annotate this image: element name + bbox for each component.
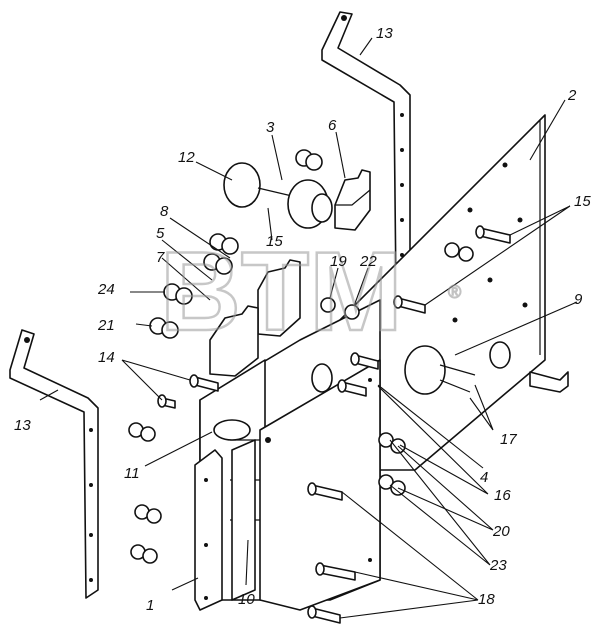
- bracket-13-left: [9, 329, 99, 599]
- callout-15-center: 15: [266, 233, 283, 250]
- callout-labels: 1 2 3 4 5 6 7 8 9 10 11 12 13 13 14 15 1…: [14, 25, 591, 614]
- relay-6: [334, 169, 371, 231]
- callout-10: 10: [238, 591, 255, 608]
- callout-8: 8: [160, 203, 169, 220]
- callout-16: 16: [494, 487, 511, 504]
- slider-10: [231, 439, 256, 601]
- watermark-registered-mark: ®: [448, 282, 461, 302]
- callout-9: 9: [574, 291, 583, 308]
- watermark: BTM ®: [159, 228, 462, 356]
- callout-18: 18: [478, 591, 495, 608]
- nut-washer-group: [128, 149, 474, 564]
- resistor-9: [404, 345, 476, 395]
- watermark-text: BTM: [160, 229, 403, 354]
- callout-6: 6: [328, 117, 337, 134]
- callout-11: 11: [124, 465, 140, 482]
- resistor-3: [223, 162, 333, 229]
- callout-2: 2: [567, 87, 577, 104]
- callout-7: 7: [156, 249, 165, 266]
- contact-strip-1: [194, 449, 223, 611]
- callout-12: 12: [178, 149, 195, 166]
- callout-17: 17: [500, 431, 517, 448]
- callout-14: 14: [98, 349, 115, 366]
- screws: [157, 225, 569, 624]
- callout-20: 20: [492, 523, 510, 540]
- callout-22: 22: [359, 253, 377, 270]
- callout-5: 5: [156, 225, 165, 242]
- callout-13-right: 13: [376, 25, 393, 42]
- callout-13-left: 13: [14, 417, 31, 434]
- relay-22: [257, 259, 301, 337]
- callout-3: 3: [266, 119, 275, 136]
- callout-1: 1: [146, 597, 154, 614]
- callout-24: 24: [97, 281, 115, 298]
- leader-lines: [39, 37, 578, 619]
- relay-8: [209, 305, 259, 377]
- callout-15-right: 15: [574, 193, 591, 210]
- callout-19: 19: [330, 253, 347, 270]
- callout-21: 21: [97, 317, 115, 334]
- callout-23: 23: [489, 557, 507, 574]
- callout-4: 4: [480, 469, 488, 486]
